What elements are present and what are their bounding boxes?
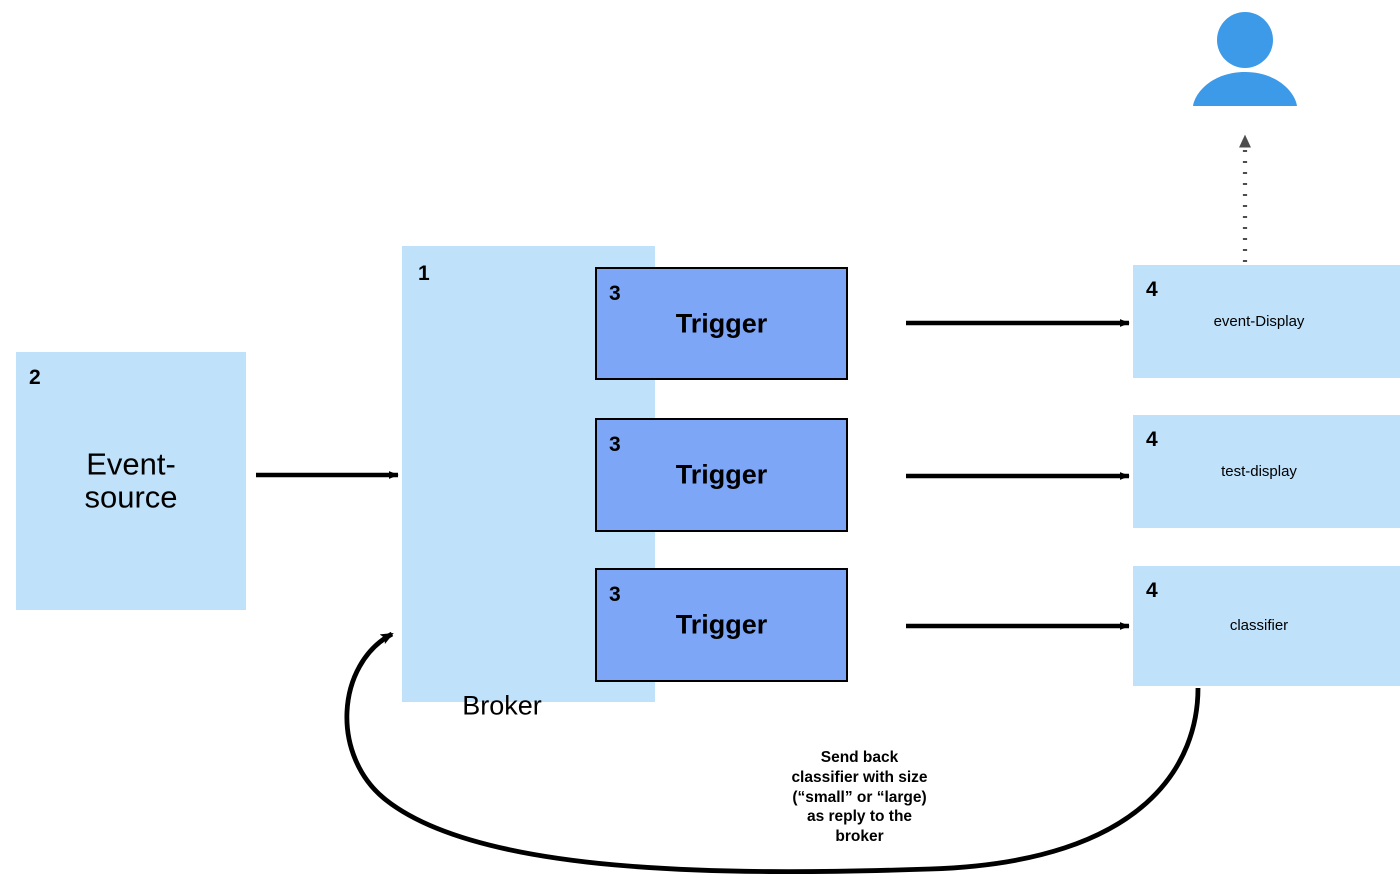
person-icon bbox=[1193, 12, 1297, 106]
trigger-label-3: Trigger bbox=[675, 609, 768, 640]
sink-label-event-display: event-Display bbox=[1213, 312, 1305, 330]
trigger-badge-3: 3 bbox=[609, 583, 621, 606]
sink-box-test-display[interactable]: 4 test-display bbox=[1133, 415, 1400, 528]
trigger-box-1[interactable]: 3 Trigger bbox=[595, 267, 848, 380]
sink-box-event-display[interactable]: 4 event-Display bbox=[1133, 265, 1400, 378]
return-flow-caption: Send back classifier with size (“small” … bbox=[791, 749, 928, 846]
trigger-label-2: Trigger bbox=[675, 459, 768, 490]
sink-label-test-display: test-display bbox=[1221, 462, 1297, 480]
trigger-box-3[interactable]: 3 Trigger bbox=[595, 568, 848, 682]
broker-badge: 1 bbox=[418, 262, 430, 285]
broker-label: Broker bbox=[462, 690, 542, 721]
sink-badge-3: 4 bbox=[1146, 579, 1158, 602]
event-source-badge: 2 bbox=[29, 366, 41, 389]
trigger-badge-1: 3 bbox=[609, 282, 621, 305]
sink-label-classifier: classifier bbox=[1229, 616, 1289, 634]
event-source-box[interactable]: 2 Event- source bbox=[16, 352, 246, 610]
trigger-box-2[interactable]: 3 Trigger bbox=[595, 418, 848, 532]
event-source-label: Event- source bbox=[84, 446, 178, 515]
trigger-badge-2: 3 bbox=[609, 433, 621, 456]
sink-badge-1: 4 bbox=[1146, 278, 1158, 301]
trigger-label-1: Trigger bbox=[675, 307, 768, 338]
sink-box-classifier[interactable]: 4 classifier bbox=[1133, 566, 1400, 686]
sink-badge-2: 4 bbox=[1146, 428, 1158, 451]
